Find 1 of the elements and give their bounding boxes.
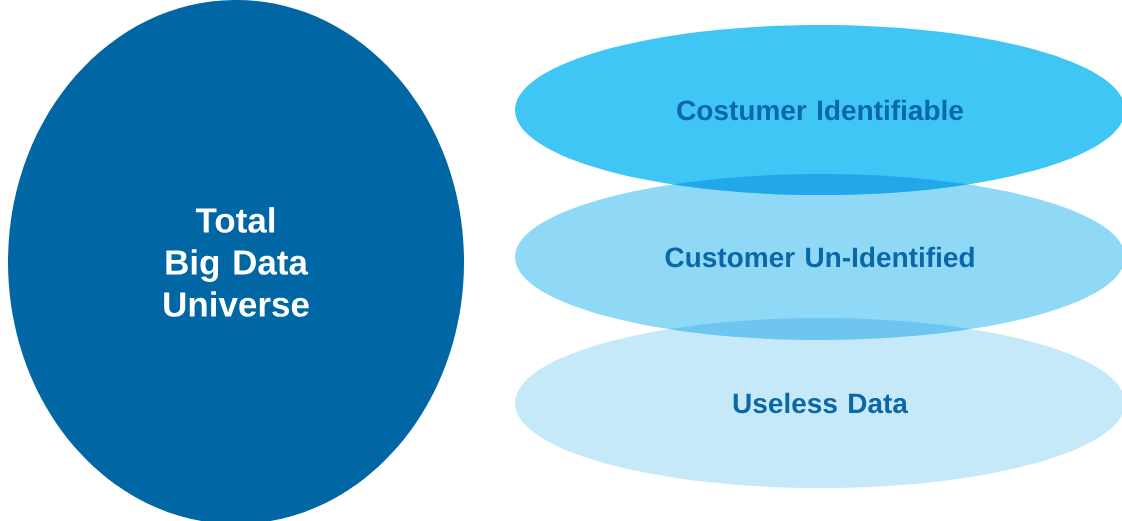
node-label: Total Big Data Universe [164,207,309,317]
